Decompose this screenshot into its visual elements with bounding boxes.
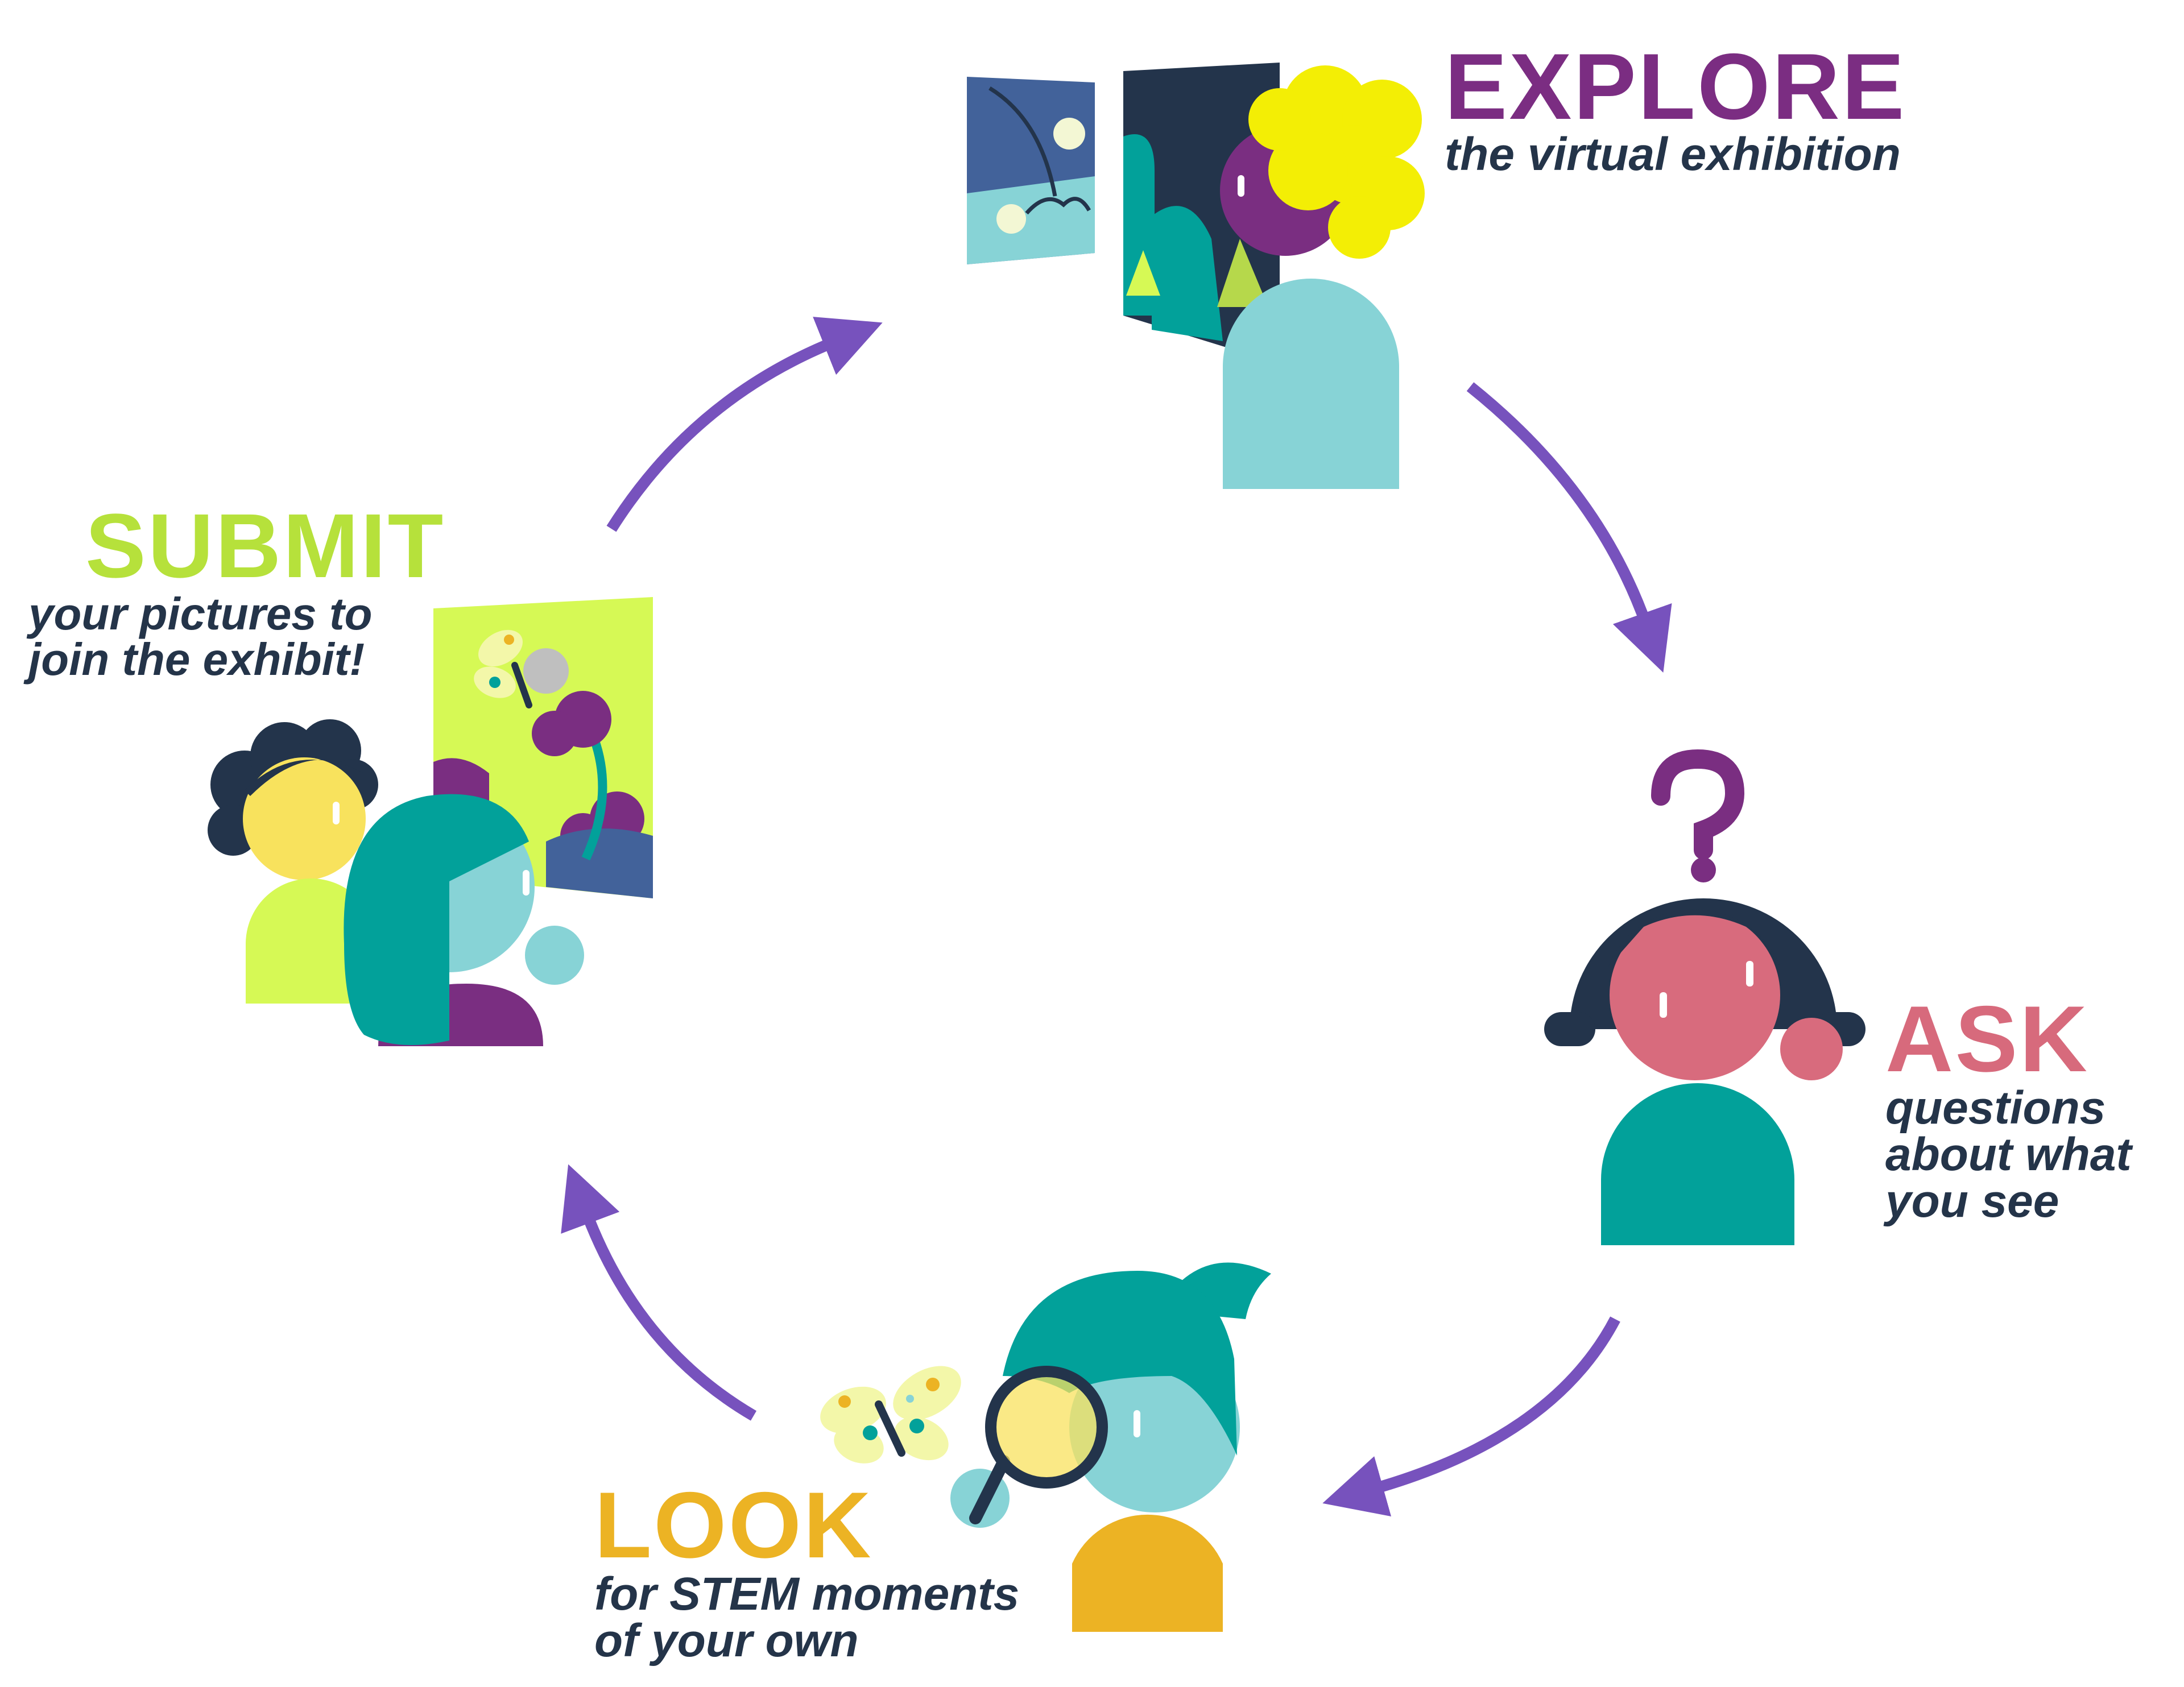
- explore-person-icon: [1220, 65, 1425, 489]
- ask-description: questions about what you see: [1885, 1082, 2132, 1227]
- look-description: for STEM moments of your own: [594, 1568, 1020, 1667]
- magnifying-glass-icon: [969, 1366, 1108, 1524]
- explore-step: EXPLORE the virtual exhibition: [1445, 40, 1906, 178]
- explore-description: the virtual exhibition: [1445, 129, 1901, 180]
- arrow-look-to-submit: [561, 1164, 757, 1421]
- submit-people-icon: [208, 719, 584, 1046]
- explore-title: EXPLORE: [1445, 34, 1906, 139]
- butterfly-icon: [820, 1366, 961, 1464]
- ask-title: ASK: [1885, 986, 2090, 1091]
- submit-title: SUBMIT: [85, 495, 445, 596]
- look-person-icon: [950, 1262, 1271, 1632]
- arrow-explore-to-ask: [1466, 382, 1672, 673]
- arrow-submit-to-explore: [606, 317, 883, 532]
- arrow-ask-to-look: [1322, 1316, 1620, 1516]
- look-step: LOOK for STEM moments of your own: [594, 1478, 1019, 1664]
- ask-person-icon: [1544, 898, 1866, 1245]
- submit-description: your pictures to join the exhibit!: [28, 588, 373, 685]
- question-mark-icon: [1651, 749, 1745, 882]
- exhibition-panels-icon: [967, 63, 1280, 364]
- look-title: LOOK: [594, 1473, 873, 1577]
- ask-step: ASK questions about what you see: [1885, 992, 2132, 1225]
- submit-step: SUBMIT your pictures to join the exhibit…: [28, 500, 445, 682]
